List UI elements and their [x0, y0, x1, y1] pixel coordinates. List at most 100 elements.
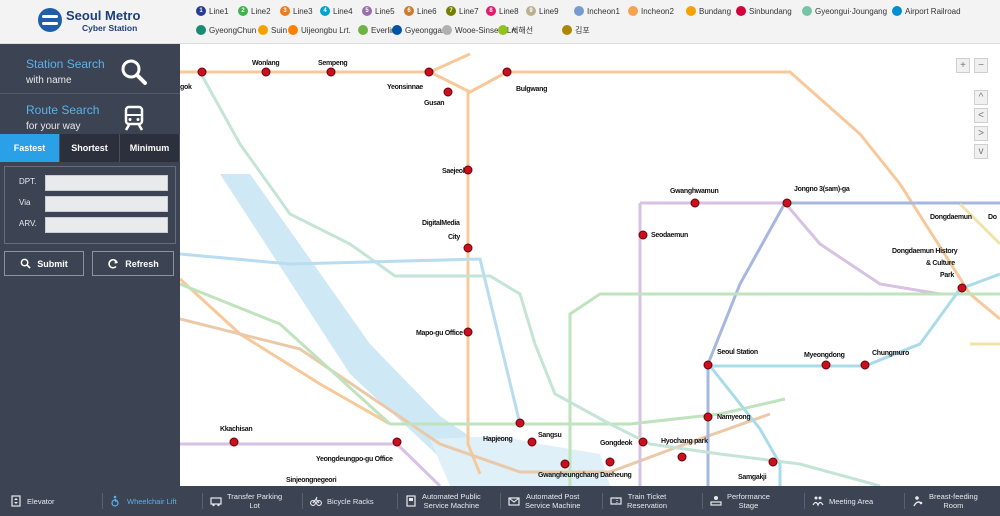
- legend-line-item[interactable]: Airport Railroad: [892, 4, 961, 18]
- facility-label-line1: Transfer Parking: [227, 492, 283, 501]
- station-label[interactable]: Hapjeong: [483, 436, 513, 443]
- legend-line-item[interactable]: Incheon1: [574, 4, 620, 18]
- subway-map[interactable]: gok Wonlang Sempeng Yeonsinnae Gusan Bul…: [180, 44, 1000, 486]
- facility-filter-wheelchair[interactable]: Wheelchair Lift: [110, 486, 177, 516]
- route-form: DPT. Via ARV.: [4, 166, 176, 244]
- station-label[interactable]: Yeonsinnae: [387, 84, 423, 91]
- tab-shortest[interactable]: Shortest: [60, 134, 120, 162]
- legend-line-item[interactable]: Incheon2: [628, 4, 674, 18]
- pan-right-button[interactable]: >: [974, 126, 988, 141]
- station-label[interactable]: Saejeol: [442, 168, 465, 175]
- station-label[interactable]: Mapo-gu Office: [416, 330, 463, 337]
- facility-separator: [202, 493, 203, 509]
- station-label[interactable]: Wonlang: [252, 60, 280, 67]
- station-label[interactable]: Seoul Station: [717, 349, 758, 356]
- legend-line-item[interactable]: Everline: [358, 23, 400, 37]
- via-input[interactable]: [45, 196, 168, 212]
- zoom-in-button[interactable]: +: [956, 58, 970, 73]
- facility-filter-bicycle[interactable]: Bicycle Racks: [310, 486, 374, 516]
- pan-down-button[interactable]: v: [974, 144, 988, 159]
- legend-line-item[interactable]: Sinbundang: [736, 4, 792, 18]
- station-search-subtitle: with name: [26, 75, 72, 86]
- facility-label-line2: Lot: [249, 501, 260, 510]
- facility-label-line2: Service Machine: [423, 501, 480, 510]
- line-color-icon: 7: [446, 6, 456, 16]
- line-color-icon: 1: [196, 6, 206, 16]
- station-search-panel[interactable]: Station Search with name: [0, 48, 180, 94]
- legend-line-label: Line2: [251, 6, 271, 16]
- departure-input[interactable]: [45, 175, 168, 191]
- legend-line-item[interactable]: 서해선: [498, 23, 533, 37]
- facility-filter-meeting[interactable]: Meeting Area: [812, 486, 873, 516]
- refresh-button[interactable]: Refresh: [92, 251, 174, 276]
- facility-label: Elevator: [27, 496, 55, 506]
- station-label[interactable]: DigitalMedia: [422, 220, 460, 227]
- tab-fastest[interactable]: Fastest: [0, 134, 60, 162]
- legend-line-item[interactable]: GyeongChun: [196, 23, 256, 37]
- station-label[interactable]: Hyochang park: [661, 438, 708, 445]
- station-label[interactable]: Dongdaemun: [930, 214, 972, 221]
- station-label[interactable]: Bulgwang: [516, 86, 548, 93]
- station-label[interactable]: Do: [988, 214, 997, 221]
- legend-line-item[interactable]: Gyeonggang: [392, 23, 451, 37]
- legend-line-item[interactable]: 김포: [562, 23, 590, 37]
- elevator-icon: [11, 495, 21, 507]
- station-label[interactable]: Samgakji: [738, 474, 767, 481]
- station-label[interactable]: Gusan: [424, 100, 445, 107]
- station-label[interactable]: Gongdeok: [600, 440, 633, 447]
- station-label[interactable]: Gwanghwamun: [670, 188, 719, 195]
- station-label[interactable]: Namyeong: [717, 414, 751, 421]
- station-label[interactable]: Chungmuro: [872, 350, 909, 357]
- station-label[interactable]: Seodaemun: [651, 232, 688, 239]
- station-label[interactable]: Gwangheungchang Daeheung: [538, 472, 632, 479]
- station-label[interactable]: Park: [940, 272, 954, 279]
- station-label[interactable]: & Culture: [926, 260, 955, 267]
- submit-button[interactable]: Submit: [4, 251, 84, 276]
- station-label[interactable]: Kkachisan: [220, 426, 253, 433]
- station-label[interactable]: City: [448, 234, 461, 241]
- line-color-icon: [736, 6, 746, 16]
- legend-line-item[interactable]: Uijeongbu Lrt.: [288, 23, 351, 37]
- tab-minimum[interactable]: Minimum: [120, 134, 180, 162]
- pan-up-button[interactable]: ^: [974, 90, 988, 105]
- station-label[interactable]: Yeongdeungpo-gu Office: [316, 456, 393, 463]
- line-color-icon: 4: [320, 6, 330, 16]
- facility-separator: [302, 493, 303, 509]
- station-label[interactable]: Jongno 3(sam)-ga: [794, 186, 850, 193]
- stage-icon: [710, 496, 722, 506]
- station-label[interactable]: Dongdaemun History: [892, 248, 958, 255]
- station-label[interactable]: Myeongdong: [804, 352, 845, 359]
- seoul-metro-logo[interactable]: Seoul Metro Cyber Station: [38, 6, 150, 36]
- station-label[interactable]: gok: [180, 84, 192, 91]
- station-label[interactable]: Sinjeongnegeori: [286, 477, 337, 484]
- legend-line-item[interactable]: Wooe-Sinseol Lrt.: [442, 23, 518, 37]
- post-machine-icon: [508, 497, 520, 506]
- zoom-out-button[interactable]: −: [974, 58, 988, 73]
- station-label[interactable]: Sempeng: [318, 60, 348, 67]
- station-label[interactable]: Sangsu: [538, 432, 562, 439]
- legend-line-item[interactable]: Suin: [258, 23, 287, 37]
- pan-left-button[interactable]: <: [974, 108, 988, 123]
- legend-line-item[interactable]: Gyeongui·Joungang: [802, 4, 887, 18]
- facility-filter-elevator[interactable]: Elevator: [10, 486, 55, 516]
- arrival-input[interactable]: [45, 217, 168, 233]
- legend-line-item[interactable]: Bundang: [686, 4, 731, 18]
